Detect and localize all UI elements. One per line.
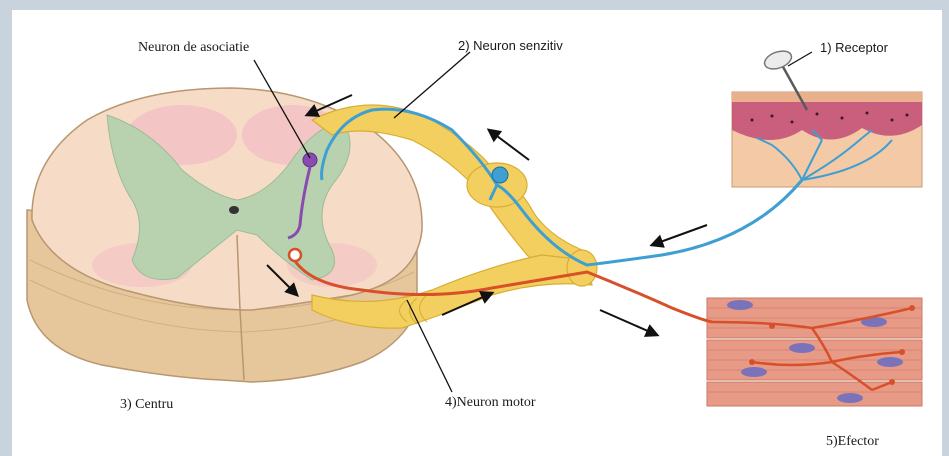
center-label: 3) Centru bbox=[120, 397, 173, 413]
effector-label: 5)Efector bbox=[826, 434, 879, 450]
motor-neuron-label: 4)Neuron motor bbox=[445, 395, 536, 411]
muscle-nucleus bbox=[789, 343, 815, 353]
sensory-neuron-cell-body bbox=[492, 167, 508, 183]
diagram-frame: Neuron de asociatie 2) Neuron senzitiv 1… bbox=[12, 10, 942, 456]
arrow-icon bbox=[600, 310, 657, 335]
central-canal bbox=[229, 206, 239, 214]
sensory-neuron-leader bbox=[394, 52, 470, 118]
muscle-nucleus bbox=[727, 300, 753, 310]
receptor-skin bbox=[732, 48, 922, 187]
muscle-nucleus bbox=[741, 367, 767, 377]
motor-neuron-cell-body bbox=[289, 249, 301, 261]
arrow-icon bbox=[489, 130, 529, 160]
arrow-icon bbox=[652, 225, 707, 245]
sensory-neuron-label: 2) Neuron senzitiv bbox=[458, 38, 563, 53]
pin-head bbox=[762, 48, 794, 73]
spinal-cord bbox=[27, 88, 422, 382]
association-neuron-cell-body bbox=[303, 153, 317, 167]
muscle-nucleus bbox=[837, 393, 863, 403]
muscle-fiber bbox=[707, 382, 922, 406]
skin-surface bbox=[732, 92, 922, 102]
association-neuron-label: Neuron de asociatie bbox=[138, 40, 249, 56]
receptor-label: 1) Receptor bbox=[820, 40, 888, 55]
reflex-arc-diagram bbox=[12, 10, 942, 456]
effector-muscle bbox=[707, 298, 922, 406]
muscle-nucleus bbox=[877, 357, 903, 367]
